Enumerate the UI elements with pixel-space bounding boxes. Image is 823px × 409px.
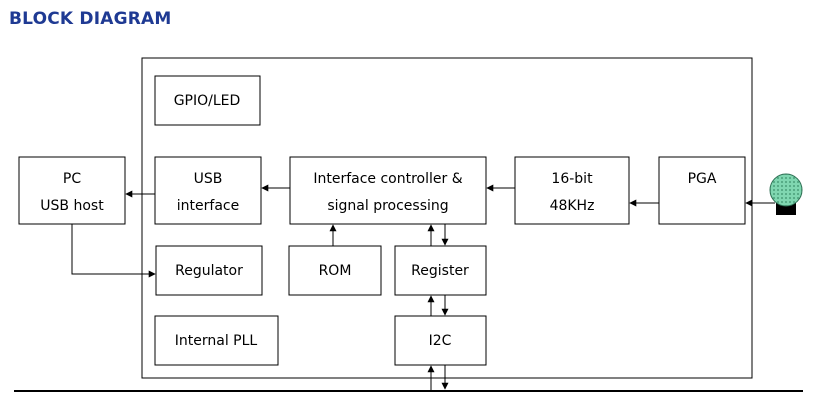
usb-label: USB	[194, 171, 223, 187]
register-label: Register	[411, 263, 469, 279]
pga-label: PGA	[688, 171, 717, 187]
interface-controller-label: Interface controller &	[313, 171, 462, 187]
pc-label: PC	[63, 171, 81, 187]
register-block: Register	[394, 245, 487, 296]
rom-block: ROM	[288, 245, 382, 296]
regulator-label: Regulator	[175, 263, 243, 279]
pga-block: PGA	[658, 156, 746, 225]
interface-controller-block: Interface controller & signal processing	[289, 156, 487, 225]
i2c-block: I2C	[394, 315, 487, 366]
adc-block: 16-bit 48KHz	[514, 156, 630, 225]
signal-processing-label: signal processing	[327, 198, 448, 214]
gpio-led-label: GPIO/LED	[174, 93, 241, 109]
regulator-block: Regulator	[155, 245, 263, 296]
pc-to-regulator-arrow	[71, 224, 156, 278]
internal-pll-block: Internal PLL	[154, 315, 279, 366]
adc-rate-label: 48KHz	[550, 198, 595, 214]
usb-interface-label: interface	[177, 198, 239, 214]
i2c-label: I2C	[429, 333, 452, 349]
microphone-icon	[769, 173, 803, 215]
adc-bits-label: 16-bit	[551, 171, 593, 187]
gpio-led-block: GPIO/LED	[154, 75, 261, 126]
usb-host-label: USB host	[40, 198, 104, 214]
rom-label: ROM	[319, 263, 352, 279]
usb-interface-block: USB interface	[154, 156, 262, 225]
pc-usb-host-block: PC USB host	[18, 156, 126, 225]
internal-pll-label: Internal PLL	[175, 333, 258, 349]
diagram-title: BLOCK DIAGRAM	[9, 9, 172, 29]
